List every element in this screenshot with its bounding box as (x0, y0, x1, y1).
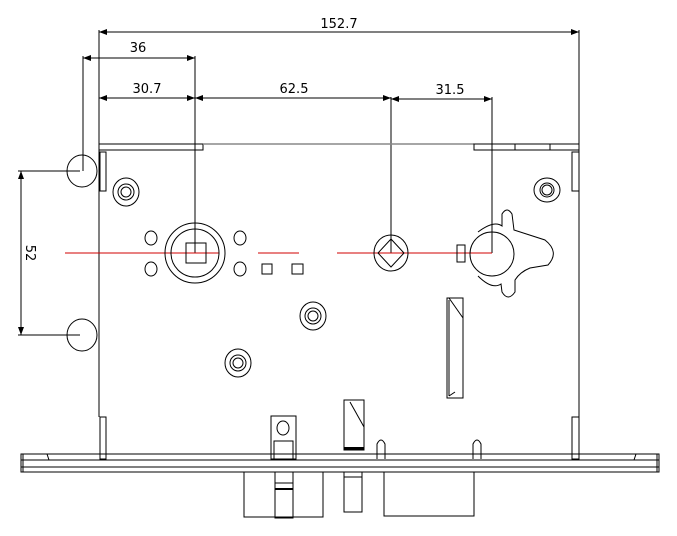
screw-icon (299, 301, 327, 331)
mount-hole-bottom (66, 318, 98, 352)
lock-case (98, 143, 580, 460)
screw-icon (224, 348, 252, 378)
dimension-label-hub-offset: 36 (130, 41, 147, 56)
slot (472, 439, 482, 459)
slot (376, 439, 386, 459)
deadbolt (243, 471, 324, 518)
mount-hole-top (66, 154, 98, 188)
indicator-slot (291, 263, 304, 275)
follower-spindle (373, 234, 409, 272)
latch-bolt (274, 471, 294, 519)
dimension-overall: 152.7 (98, 17, 580, 144)
dimension-label-mount-spacing: 52 (22, 245, 37, 262)
dimension-chain: 30.7 62.5 31.5 (99, 82, 493, 253)
auxiliary-bolt (383, 471, 475, 517)
faceplate (20, 453, 660, 473)
dimension-label-overall: 152.7 (320, 17, 357, 32)
dimension-label-hub-follower: 62.5 (280, 82, 309, 97)
dimension-hub-offset: 36 (82, 41, 196, 253)
dimension-mount-spacing: 52 (18, 170, 80, 336)
latch-tab (270, 415, 297, 460)
handle-hub (144, 222, 247, 284)
dimension-label-backset: 30.7 (133, 82, 162, 97)
screw-icon (533, 177, 561, 203)
trigger-bolt (343, 471, 363, 513)
dimension-label-follower-cylinder: 31.5 (436, 83, 465, 98)
cylinder-cam (456, 209, 554, 298)
trigger-block (343, 399, 365, 451)
screw-icon (112, 177, 140, 207)
guide-slot (446, 297, 464, 399)
indicator-slot (261, 263, 273, 275)
